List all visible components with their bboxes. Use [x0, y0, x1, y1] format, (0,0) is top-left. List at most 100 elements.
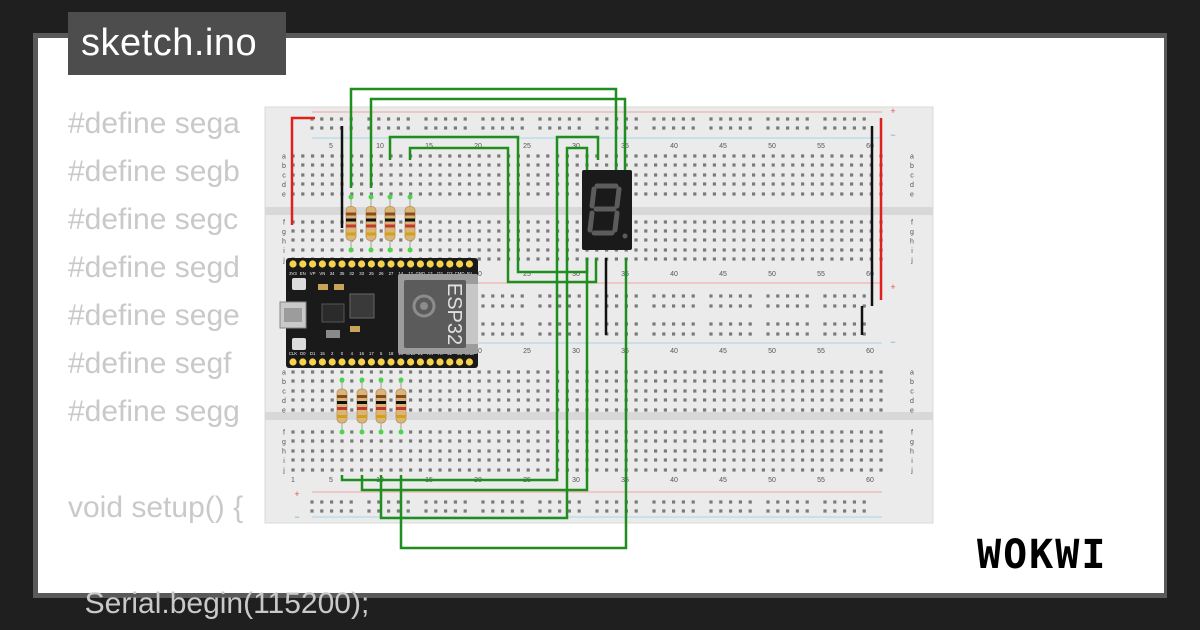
- resistor[interactable]: [336, 377, 348, 435]
- row-letter: i: [283, 248, 285, 255]
- header-pin[interactable]: [446, 260, 454, 268]
- reset-button[interactable]: [292, 338, 306, 350]
- header-pin[interactable]: [309, 260, 317, 268]
- resistor[interactable]: [384, 194, 396, 253]
- row-letter: i: [283, 458, 285, 465]
- column-number: 45: [719, 348, 727, 355]
- header-pin[interactable]: [367, 358, 375, 366]
- column-number: 55: [817, 477, 825, 484]
- header-pin[interactable]: [465, 358, 473, 366]
- header-pin[interactable]: [416, 358, 424, 366]
- header-pin[interactable]: [299, 260, 307, 268]
- header-pin[interactable]: [299, 358, 307, 366]
- header-pin[interactable]: [358, 260, 366, 268]
- column-number: 40: [670, 143, 678, 150]
- row-letter: g: [282, 439, 286, 446]
- header-pin[interactable]: [318, 358, 326, 366]
- resistor[interactable]: [404, 194, 416, 253]
- boot-button[interactable]: [292, 278, 306, 290]
- header-pin[interactable]: [289, 358, 297, 366]
- code-line: #define segd: [68, 251, 240, 284]
- header-pin[interactable]: [407, 358, 415, 366]
- header-pin[interactable]: [416, 260, 424, 268]
- header-pin[interactable]: [456, 358, 464, 366]
- row-letter: d: [282, 182, 286, 189]
- header-pin[interactable]: [318, 260, 326, 268]
- header-pin[interactable]: [367, 260, 375, 268]
- column-number: 60: [866, 348, 874, 355]
- row-letter: b: [910, 379, 914, 386]
- resistor[interactable]: [395, 377, 407, 435]
- pin-label: 5V: [467, 271, 472, 276]
- column-number: 55: [817, 271, 825, 278]
- pin-label: EN: [300, 271, 306, 276]
- header-pin[interactable]: [456, 260, 464, 268]
- row-letter: g: [282, 229, 286, 236]
- pin-label: 14: [398, 271, 403, 276]
- row-letter: h: [910, 239, 914, 246]
- header-pin[interactable]: [407, 260, 415, 268]
- code-editor-background: #define sega#define segb#define segc#def…: [68, 100, 369, 628]
- header-pin[interactable]: [348, 358, 356, 366]
- header-pin[interactable]: [338, 358, 346, 366]
- header-pin[interactable]: [377, 260, 385, 268]
- row-letter: h: [282, 239, 286, 246]
- header-pin[interactable]: [436, 260, 444, 268]
- pin-label: 26: [379, 271, 384, 276]
- rail-plus-label: +: [294, 489, 299, 499]
- row-letter: h: [282, 449, 286, 456]
- column-number: 45: [719, 143, 727, 150]
- row-letter: f: [283, 430, 285, 437]
- code-line: Serial.begin(115200);: [68, 587, 370, 620]
- header-pin[interactable]: [426, 358, 434, 366]
- header-pin[interactable]: [338, 260, 346, 268]
- resistor[interactable]: [365, 194, 377, 253]
- pin-label: 15: [320, 351, 325, 356]
- row-letter: d: [910, 182, 914, 189]
- resistors-top: [345, 194, 416, 253]
- header-pin[interactable]: [309, 358, 317, 366]
- header-pin[interactable]: [387, 260, 395, 268]
- resistor[interactable]: [356, 377, 368, 435]
- column-number: 20: [474, 271, 482, 278]
- resistor[interactable]: [375, 377, 387, 435]
- pin-label: VP: [310, 271, 316, 276]
- seven-segment-display[interactable]: [582, 170, 632, 250]
- header-pin[interactable]: [328, 260, 336, 268]
- signal-wires[interactable]: [340, 87, 628, 550]
- pin-label: 18: [389, 351, 394, 356]
- column-number: 20: [474, 348, 482, 355]
- header-pin[interactable]: [465, 260, 473, 268]
- resistor[interactable]: [345, 194, 357, 253]
- row-letter: c: [282, 389, 286, 396]
- row-letter: g: [910, 229, 914, 236]
- pin-label: 17: [369, 351, 374, 356]
- header-pin[interactable]: [358, 358, 366, 366]
- header-pin[interactable]: [348, 260, 356, 268]
- row-letter: b: [282, 379, 286, 386]
- window-title[interactable]: sketch.ino: [68, 12, 286, 75]
- header-pin[interactable]: [397, 358, 405, 366]
- column-number: 25: [523, 143, 531, 150]
- header-pin[interactable]: [436, 358, 444, 366]
- header-pin[interactable]: [289, 260, 297, 268]
- pin-label: GND: [416, 271, 426, 276]
- power-wire-red-left[interactable]: [290, 116, 315, 225]
- header-pin[interactable]: [426, 260, 434, 268]
- esp32-chip-label: ESP32: [443, 283, 465, 345]
- row-letter: e: [910, 408, 914, 415]
- header-pin[interactable]: [328, 358, 336, 366]
- header-pin[interactable]: [387, 358, 395, 366]
- column-number: 40: [670, 348, 678, 355]
- column-number: 5: [329, 143, 333, 150]
- header-pin[interactable]: [446, 358, 454, 366]
- header-pin[interactable]: [377, 358, 385, 366]
- header-pin[interactable]: [397, 260, 405, 268]
- segment-glyph-8: [587, 183, 622, 236]
- code-line: #define sega: [68, 107, 240, 140]
- pin-label: D0: [300, 351, 306, 356]
- pin-label: 2: [331, 351, 334, 356]
- column-number: 30: [572, 477, 580, 484]
